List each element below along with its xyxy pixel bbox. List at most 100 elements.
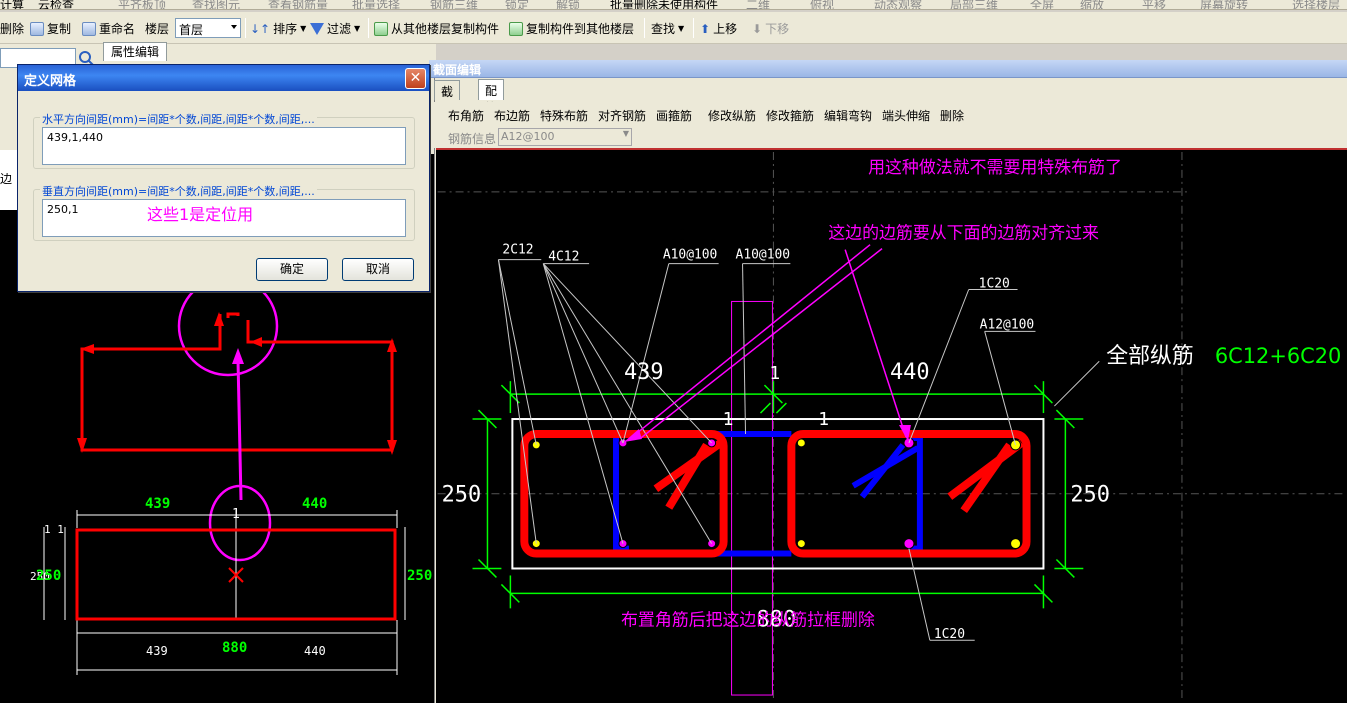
cancel-button[interactable]: 取消: [342, 258, 414, 281]
section-rectangle: [75, 528, 397, 621]
filter-label: 过滤: [327, 22, 352, 36]
screen-rotate-button[interactable]: 屏幕旋转: [1200, 0, 1249, 10]
find-element-button[interactable]: 查找图元: [192, 0, 241, 10]
chevron-down-icon: [231, 25, 237, 29]
inner-stirrups: [613, 430, 923, 557]
align-slab-top-button[interactable]: 平齐板顶: [118, 0, 167, 10]
dim-top-left: 439: [145, 496, 170, 512]
label-1c20-bottom: 1C20: [934, 627, 965, 642]
zoom-button[interactable]: 缩放: [1080, 0, 1105, 10]
dim-439: 439: [624, 360, 664, 385]
lock-button[interactable]: 锁定: [505, 0, 530, 10]
reinforcement-commands: 布角筋 布边筋 特殊布筋 对齐钢筋 画箍筋 修改纵筋 修改箍筋 编辑弯钩 端头伸…: [434, 102, 1347, 126]
close-icon[interactable]: ✕: [405, 68, 426, 89]
corner-rebar-button[interactable]: 布角筋: [448, 109, 485, 123]
move-down-button[interactable]: ⬇下移: [752, 20, 789, 37]
main-toolbar: 删除 复制 重命名 楼层 首层 ↓↑排序▼ 过滤▼ 从其他楼层复制构件 复制构件…: [0, 12, 1347, 44]
find-button[interactable]: 查找▼: [651, 20, 684, 37]
top-view-button[interactable]: 俯视: [810, 0, 835, 10]
copy-to-floor-label: 复制构件到其他楼层: [526, 22, 635, 36]
chevron-down-icon: ▼: [678, 24, 685, 33]
dim-one: 1: [232, 507, 240, 522]
section-canvas[interactable]: 2C12 4C12 A10@100 A10@100 1C20 A12@100 1…: [436, 148, 1347, 703]
ok-button[interactable]: 确定: [256, 258, 328, 281]
unlock-button[interactable]: 解锁: [556, 0, 581, 10]
edge-rebar-button[interactable]: 布边筋: [494, 109, 531, 123]
sort-label: 排序: [273, 22, 298, 36]
copy-from-floor-button[interactable]: 从其他楼层复制构件: [374, 20, 499, 37]
orbit-button[interactable]: 动态观察: [874, 0, 923, 10]
chevron-down-icon: ▼: [354, 24, 361, 33]
label-2c12: 2C12: [502, 243, 533, 258]
draw-stirrup-button[interactable]: 画箍筋: [656, 109, 693, 123]
label-1c20-top: 1C20: [979, 277, 1010, 292]
edit-long-rebar-button[interactable]: 修改纵筋: [708, 109, 757, 123]
horizontal-group: 水平方向间距(mm)=间距*个数,间距,间距*个数,间距,... 439,1,4…: [33, 111, 415, 169]
delete-rebar-button[interactable]: 删除: [940, 109, 965, 123]
toolbar-divider: [644, 18, 645, 38]
delete-label: 删除: [0, 22, 25, 36]
tab-property-edit[interactable]: 属性编辑: [103, 42, 167, 61]
center-lines: [437, 151, 1346, 701]
note-top: 用这种做法就不需要用特殊布筋了: [868, 157, 1122, 177]
all-long-value: 6C12+6C20: [1215, 344, 1342, 368]
delete-button[interactable]: 删除: [0, 20, 24, 37]
tab-reinforcement[interactable]: 配筋: [478, 79, 505, 115]
copy-label: 复制: [47, 22, 72, 36]
edit-stirrup-button[interactable]: 修改箍筋: [766, 109, 815, 123]
section-editor-title: 截面编辑: [429, 60, 1347, 78]
dialog-title: 定义网格: [18, 65, 429, 91]
floor-select[interactable]: 首层: [175, 18, 241, 38]
copy-to-floor-button[interactable]: 复制构件到其他楼层: [509, 20, 634, 37]
dimension-lines: [43, 510, 406, 675]
chevron-down-icon: ▼: [300, 24, 307, 33]
all-long-label: 全部纵筋: [1106, 344, 1194, 369]
top-toolbar: 计算 云检查 平齐板顶 查找图元 查看钢筋量 批量选择 钢筋三维 锁定 解锁 批…: [0, 0, 1347, 10]
highlight-ellipse: [208, 484, 272, 562]
dim-top-right: 440: [302, 496, 327, 512]
rename-button[interactable]: 重命名: [82, 20, 135, 37]
batch-delete-button[interactable]: 批量删除未使用构件: [610, 0, 719, 10]
local-3d-button[interactable]: 局部三维: [950, 0, 999, 10]
filter-button[interactable]: 过滤▼: [310, 20, 360, 37]
rebar-info-input[interactable]: A12@100▼: [498, 128, 632, 146]
dim-bottom-right: 440: [304, 644, 326, 658]
pan-button[interactable]: 平移: [1142, 0, 1167, 10]
dim-440: 440: [890, 360, 930, 385]
view-rebar-qty-button[interactable]: 查看钢筋量: [268, 0, 329, 10]
special-rebar-button[interactable]: 特殊布筋: [540, 109, 589, 123]
sort-button[interactable]: ↓↑排序▼: [250, 20, 306, 37]
rebar-3d-button[interactable]: 钢筋三维: [430, 0, 479, 10]
horizontal-spacing-input[interactable]: 439,1,440: [42, 127, 406, 165]
vertical-label: 垂直方向间距(mm)=间距*个数,间距,间距*个数,间距,...: [40, 183, 317, 199]
edit-hook-button[interactable]: 编辑弯钩: [824, 109, 873, 123]
left-list-strip: [0, 150, 17, 210]
align-rebar-button[interactable]: 对齐钢筋: [598, 109, 647, 123]
sort-icon: ↓↑: [250, 21, 271, 36]
tab-section[interactable]: 截面: [434, 80, 461, 116]
move-up-button[interactable]: ⬆上移: [700, 20, 737, 37]
rename-icon: [82, 21, 96, 36]
copy-button[interactable]: 复制: [30, 20, 71, 37]
fullscreen-button[interactable]: 全屏: [1030, 0, 1055, 10]
end-stretch-button[interactable]: 端头伸缩: [882, 109, 931, 123]
rebar-info-row: 钢筋信息 A12@100▼: [434, 126, 1347, 148]
copy-from-floor-icon: [374, 21, 388, 36]
calc-button[interactable]: 计算: [0, 0, 25, 10]
find-label: 查找: [651, 22, 676, 36]
annotation-arrows: [630, 244, 907, 439]
batch-select-button[interactable]: 批量选择: [352, 0, 401, 10]
highlight-circle: [177, 290, 279, 377]
view-2d-select[interactable]: 二维: [746, 0, 771, 10]
cloud-check-button[interactable]: 云检查: [38, 0, 75, 10]
label-a10-1: A10@100: [663, 248, 718, 263]
move-down-label: 下移: [765, 22, 790, 36]
toolbar-divider: [245, 18, 246, 38]
toolbar-divider: [693, 18, 694, 38]
left-section-drawing[interactable]: 439 440 1 1 1 250 250 250 439 880 440: [0, 290, 436, 703]
define-grid-dialog: 定义网格 ✕ 水平方向间距(mm)=间距*个数,间距,间距*个数,间距,... …: [17, 64, 430, 292]
select-floor-button[interactable]: 选择楼层: [1292, 0, 1341, 10]
dim-bottom-total: 880: [222, 640, 247, 656]
